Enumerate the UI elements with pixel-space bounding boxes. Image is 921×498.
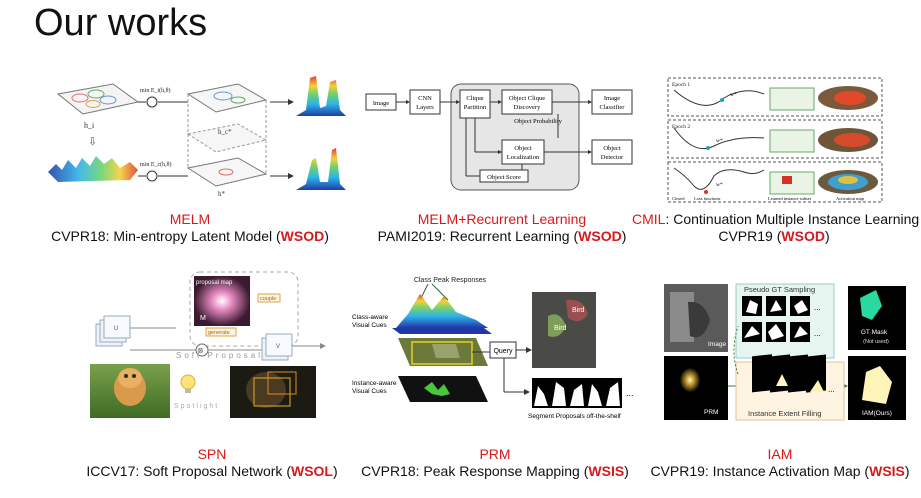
cmil-w1: w*: [730, 92, 737, 98]
prm-bird1: Bird: [554, 325, 567, 332]
spn-venue: ICCV17: Soft Proposal Network (: [86, 463, 291, 479]
recurrent-venue: PAMI2019: Recurrent Learning (: [377, 228, 579, 244]
iam-venue: CVPR19: Instance Activation Map (: [650, 463, 870, 479]
iam-dots-1: ...: [814, 303, 821, 312]
svg-text:...: ...: [814, 329, 821, 338]
cmil-activation: Activation map: [836, 196, 865, 201]
rec-detector: Object Detector: [600, 145, 624, 161]
iam-filling: Instance Extent Filling: [748, 409, 821, 418]
spn-spotlight: Spotlight: [174, 403, 219, 410]
melm-figure: h_i ⇩ min E_i(h,θ) min E_c(h,θ): [38, 72, 348, 202]
cmil-epoch2: Epoch 2: [672, 124, 690, 130]
svg-text:...: ...: [828, 385, 835, 394]
prm-caption: PRM CVPR18: Peak Response Mapping (WSIS): [340, 446, 650, 480]
rec-probability: Object Probability: [514, 118, 562, 125]
melm-name: MELM: [169, 211, 211, 227]
cmil-name: CMIL: [632, 211, 666, 227]
prm-segments: Segment Proposals off-the-shelf: [528, 413, 621, 420]
spn-u: U: [114, 326, 118, 332]
spn-generate: generate: [208, 330, 230, 336]
prm-figure: Class Peak Responses Class-aware Visual …: [352, 270, 642, 422]
spn-soft-proposal: Soft Proposal: [176, 351, 263, 360]
rec-image: Image: [373, 100, 389, 107]
rec-cnn: CNN Layers: [416, 95, 434, 111]
prm-bird2: Bird: [572, 307, 585, 314]
recurrent-name: MELM+Recurrent Learning: [417, 211, 587, 227]
iam-tag: WSIS: [869, 463, 905, 479]
spn-proposal-map: proposal map: [196, 280, 233, 286]
cmil-w2: w*: [716, 138, 723, 144]
iam-image: Image: [708, 341, 726, 348]
melm-eq-bottom: min E_c(h,θ): [140, 161, 172, 168]
cmil-epoch1: Epoch 1: [672, 82, 690, 88]
melm-venue: CVPR18: Min-entropy Latent Model (: [51, 228, 281, 244]
svg-text:⊗: ⊗: [197, 346, 204, 355]
iam-prm: PRM: [704, 409, 718, 416]
melm-h-mid: h_c*: [218, 128, 232, 136]
iam-gt-mask: GT Mask: [861, 329, 888, 336]
spn-m: M: [200, 315, 206, 322]
rec-discovery: Object Clique Discovery: [508, 95, 546, 111]
iam-caption: IAM CVPR19: Instance Activation Map (WSI…: [640, 446, 920, 480]
down-arrow-icon: ⇩: [88, 136, 97, 148]
prm-venue: CVPR18: Peak Response Mapping (: [361, 463, 589, 479]
prm-dots: ...: [626, 388, 634, 398]
cmil-loss: Loss functions: [694, 196, 721, 201]
spn-v: V: [276, 344, 280, 350]
rec-score: Object Score: [487, 174, 521, 181]
prm-instance-cues: Instance-aware Visual Cues: [352, 380, 397, 395]
spn-couple: couple: [260, 296, 276, 302]
recurrent-figure: Image CNN Layers Clique Partition Object…: [362, 78, 640, 198]
cmil-venue: CVPR19 (: [718, 228, 782, 244]
cmil-caption: CMIL: Continuation Multiple Instance Lea…: [632, 211, 920, 244]
prm-name: PRM: [479, 446, 511, 462]
iam-sampling: Pseudo GT Sampling: [744, 285, 815, 294]
recurrent-tag: WSOD: [578, 228, 622, 244]
iam-figure: Image PRM Pseudo GT Sampling ... ... GT …: [660, 282, 910, 422]
cmil-figure: Epoch 1 Epoch 2 w* w* w* Closed Loss fun…: [664, 76, 888, 204]
rec-clique: Clique Partition: [463, 95, 487, 111]
cmil-subset: Learned instance subset: [768, 196, 812, 201]
spn-name: SPN: [197, 446, 227, 462]
melm-eq-top: min E_i(h,θ): [140, 87, 171, 94]
cmil-title-rest: : Continuation Multiple Instance Learnin…: [665, 211, 920, 227]
prm-class-cues: Class-aware Visual Cues: [352, 314, 389, 329]
rec-localization: Object Localization: [506, 145, 540, 161]
spn-figure: proposal map M generate couple U ⊗ V Sof…: [90, 266, 336, 418]
cmil-tag: WSOD: [781, 228, 825, 244]
spn-caption: SPN ICCV17: Soft Proposal Network (WSOL): [52, 446, 372, 480]
prm-peaks: Class Peak Responses: [414, 277, 487, 284]
recurrent-caption: MELM+Recurrent Learning PAMI2019: Recurr…: [352, 211, 652, 245]
iam-not-used: (Not used): [863, 339, 889, 345]
rec-classifier: Image Classifier: [599, 95, 625, 111]
melm-h-bot: h*: [218, 190, 226, 198]
cmil-w3: w*: [716, 182, 723, 188]
slide-title: Our works: [34, 2, 208, 44]
melm-caption: MELM CVPR18: Min-entropy Latent Model (W…: [30, 211, 350, 245]
cmil-closed: Closed: [672, 196, 685, 201]
iam-ours: IAM(Ours): [862, 410, 892, 417]
melm-h-top: h_i: [84, 121, 95, 130]
melm-tag: WSOD: [280, 228, 325, 244]
prm-query: Query: [493, 348, 513, 355]
iam-name: IAM: [767, 446, 793, 462]
prm-tag: WSIS: [588, 463, 625, 479]
spn-tag: WSOL: [290, 463, 333, 479]
